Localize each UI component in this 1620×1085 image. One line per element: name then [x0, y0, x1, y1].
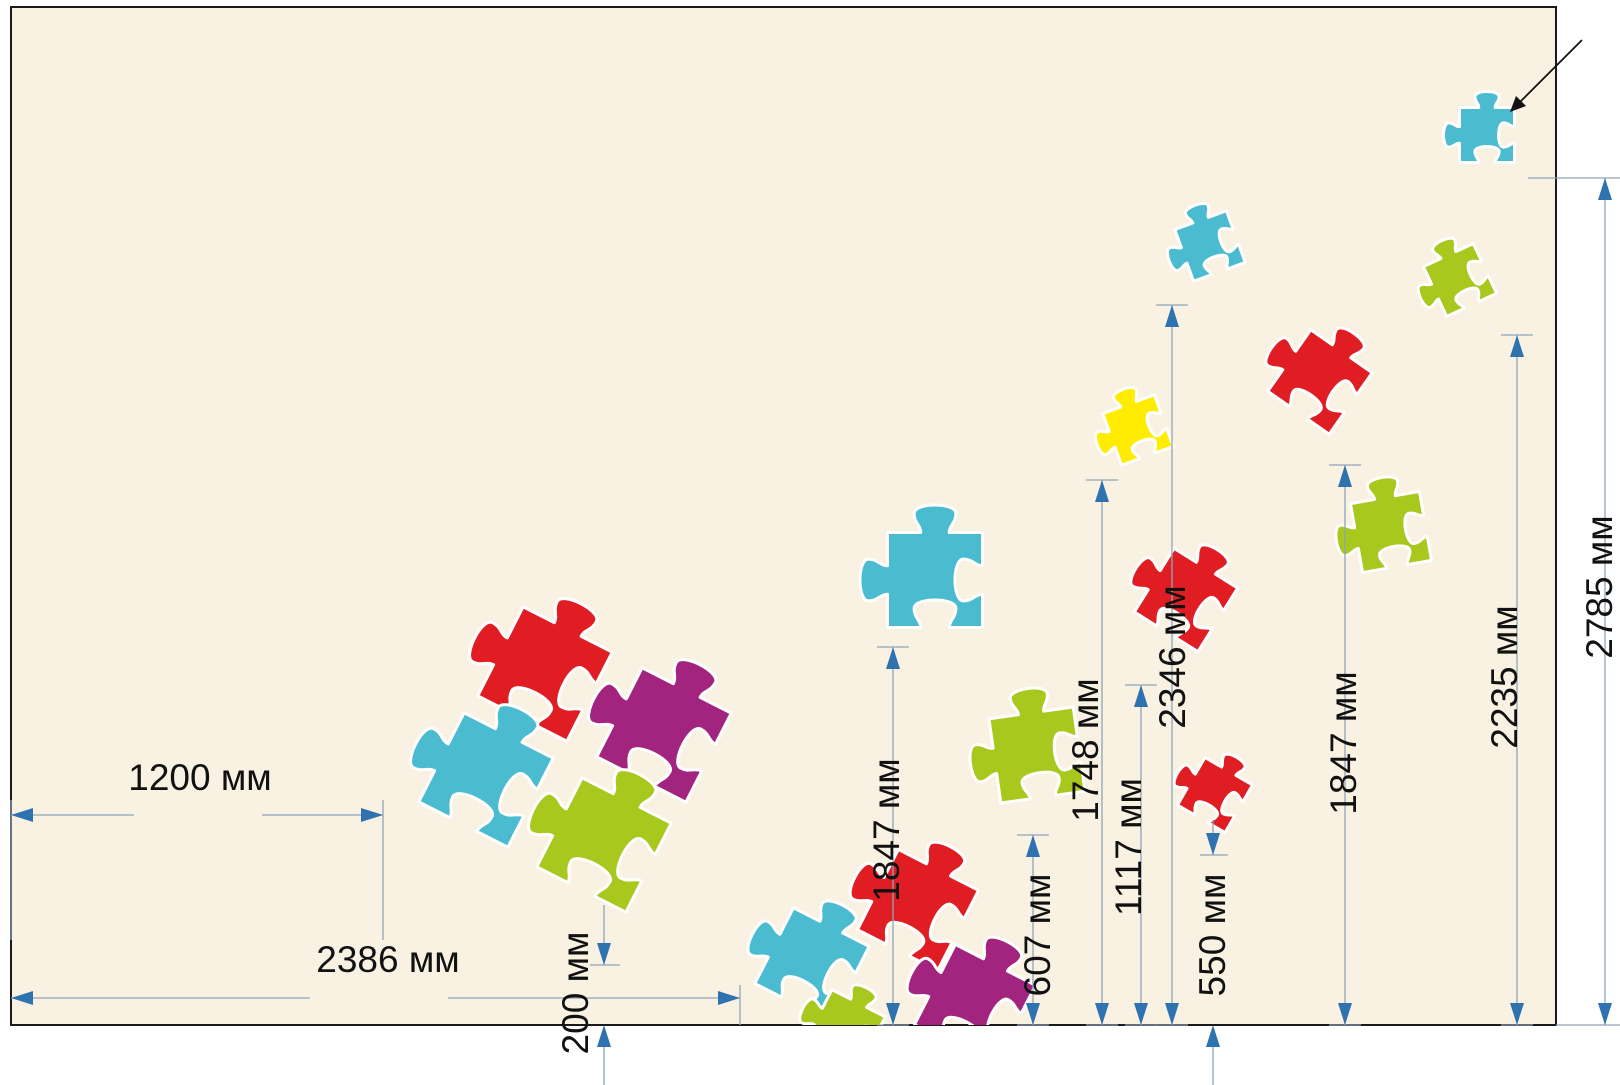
dimension-2235: 2235 мм: [1484, 605, 1525, 748]
dimension-arrowhead: [1206, 1025, 1220, 1047]
wall-area: [10, 6, 1557, 1026]
dimension-1847-right: 1847 мм: [1323, 671, 1364, 814]
dimension-arrowhead: [1165, 1003, 1179, 1025]
dimension-2386: 2386 мм: [316, 939, 459, 980]
dimension-arrowhead: [1206, 833, 1220, 855]
dimension-arrowhead: [1095, 1003, 1109, 1025]
dimension-550: 550 мм: [1192, 874, 1233, 997]
dimension-607: 607 мм: [1017, 874, 1058, 997]
dimension-arrowhead: [1095, 480, 1109, 502]
dimension-arrowhead: [1026, 835, 1040, 857]
dimension-1748: 1748 мм: [1065, 678, 1106, 821]
dimension-arrowhead: [597, 943, 611, 965]
dimension-1200: 1200 мм: [128, 757, 271, 798]
dimension-arrowhead: [1134, 1003, 1148, 1025]
dimension-arrowhead: [1165, 305, 1179, 327]
leader-arrowhead: [1510, 96, 1526, 112]
dimension-arrowhead: [886, 1003, 900, 1025]
dimension-200: 200 мм: [555, 932, 596, 1055]
dimension-lines: [10, 177, 1620, 1085]
dimension-arrowhead: [11, 808, 33, 822]
dimension-1117: 1117 мм: [1108, 778, 1149, 916]
dimension-arrowhead: [361, 808, 383, 822]
dimension-1847-center: 1847 мм: [866, 758, 907, 901]
dimension-arrowhead: [1510, 1003, 1524, 1025]
dimension-2785: 2785 мм: [1579, 515, 1620, 658]
dimension-arrowhead: [11, 991, 33, 1005]
dimension-arrowhead: [1598, 178, 1612, 200]
dimension-arrowhead: [1026, 1003, 1040, 1025]
dimension-arrowhead: [597, 1025, 611, 1047]
dimension-2346: 2346 мм: [1152, 585, 1193, 728]
dimension-arrowhead: [1134, 685, 1148, 707]
dimension-arrowhead: [886, 647, 900, 669]
dimension-arrowhead: [718, 991, 740, 1005]
leader-line: [1511, 39, 1583, 111]
dimension-arrowhead: [1338, 1003, 1352, 1025]
dimension-arrowhead: [1510, 335, 1524, 357]
dimension-arrowhead: [1338, 465, 1352, 487]
dimension-arrowhead: [1598, 1003, 1612, 1025]
